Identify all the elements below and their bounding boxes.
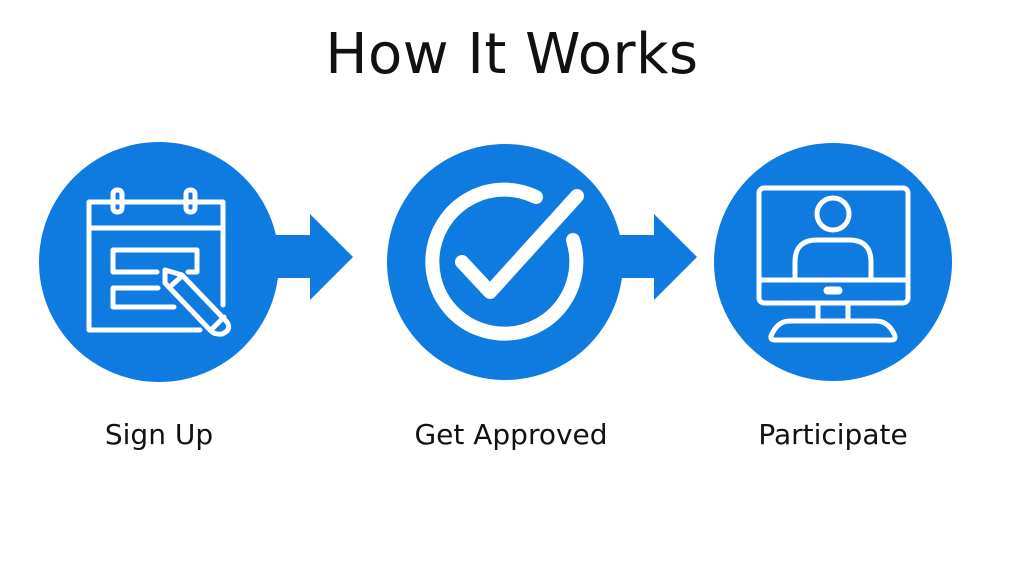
- monitor-person-icon: [756, 185, 911, 343]
- step-label-get-approved: Get Approved: [414, 418, 608, 451]
- page-title: How It Works: [325, 22, 699, 87]
- step-circle-sign-up: [39, 142, 279, 382]
- calendar-pencil-icon: [86, 187, 232, 337]
- step-circle-participate: [714, 143, 952, 381]
- arrow-2: [615, 214, 697, 300]
- step-circle-get-approved: [387, 144, 623, 380]
- step-label-participate: Participate: [758, 418, 908, 451]
- arrow-1: [270, 214, 353, 300]
- step-label-sign-up: Sign Up: [104, 418, 214, 451]
- checkmark-circle-icon: [425, 182, 584, 341]
